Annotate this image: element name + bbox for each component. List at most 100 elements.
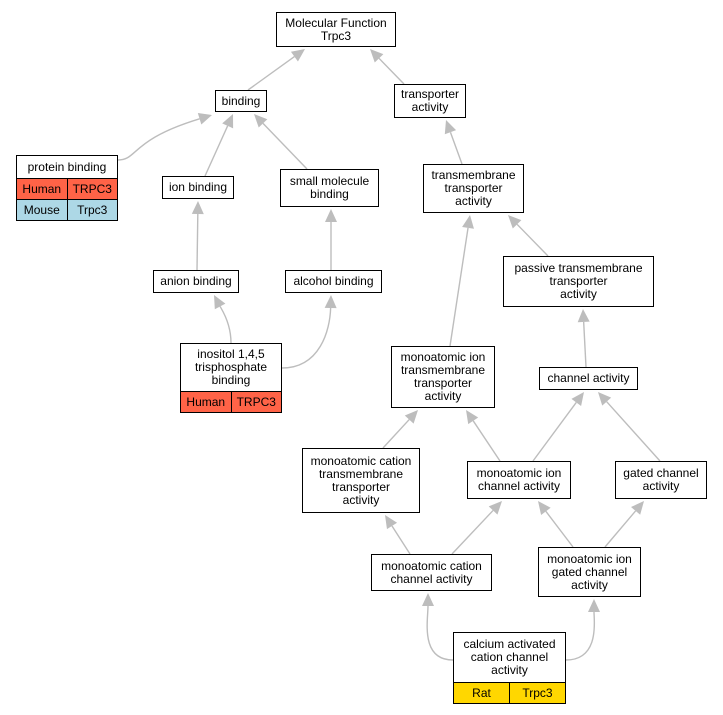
node-label-line: cation channel [470,650,549,664]
gene-cell: Trpc3 [509,683,565,703]
edge-calc-to-mcc [426,605,454,661]
edge-anion-to-ion [196,213,199,271]
annotation-row: Mouse Trpc3 [17,199,117,220]
edge-arrowhead [324,295,337,309]
node-label-line: small molecule [289,174,370,188]
edge-pass-to-tmt [516,223,549,257]
node-label-line: gated channel [623,466,699,480]
edge-arrowhead [222,114,234,129]
species-cell: Rat [472,686,491,700]
node-label-line: activity [411,100,449,114]
edge-tmt-to-trans [449,131,463,165]
gene-cell: Trpc3 [66,200,118,220]
edge-bind-to-mf [247,56,295,91]
edge-arrowhead [214,295,226,310]
edge-ion-to-bind [204,125,229,177]
edge-arrowhead [462,215,474,229]
edge-arrowhead [325,209,337,222]
node-label: ion binding [163,177,233,198]
node-bind[interactable]: binding [215,90,267,112]
node-label-line: alcohol binding [293,274,374,288]
node-label-line: monoatomic ion [547,551,632,566]
node-label-line: gated channel [551,564,628,579]
node-label-line: transmembrane [400,363,486,377]
edge-arrowhead [598,392,612,406]
edge-calc-to-migc [565,611,596,661]
node-label-line: binding [221,93,261,108]
node-label: alcohol binding [286,271,381,292]
edge-arrowhead [538,501,551,515]
node-label-line: activity [424,389,462,403]
node-label-line: monoatomic ion [476,466,562,480]
node-label-line: monoatomic cation [310,453,412,468]
node-label-line: transporter [444,181,503,195]
node-anion[interactable]: anion binding [153,270,239,293]
node-ion[interactable]: ion binding [162,176,234,199]
node-label: protein binding [17,156,117,178]
node-label-line: transporter [549,274,608,288]
node-label-line: activity [571,577,608,592]
node-label-line: monoatomic cation [381,558,482,573]
node-label-line: anion binding [160,274,232,288]
node-label-line: transmembrane [318,466,404,481]
edge-arrowhead [385,515,398,530]
annotation-row: Rat Trpc3 [454,682,565,703]
node-label-line: monoatomic ion [400,350,486,364]
edge-arrowhead [404,410,418,424]
node-label-line: inositol 1,4,5 [197,347,265,361]
node-label-line: passive transmembrane [514,261,643,275]
node-label-line: transporter [413,376,473,390]
edge-arrowhead [571,392,584,407]
edge-arrowhead [466,410,479,425]
edge-trans-to-mf [378,57,405,85]
edge-arrowhead [508,215,522,229]
node-label-line: activity [560,287,597,301]
edge-arrowhead [370,49,384,63]
node-label-line: ion binding [168,180,228,194]
node-label-line: activity [491,663,528,677]
species-cell: Mouse [23,203,60,217]
edge-arrowhead [588,599,600,612]
node-alc[interactable]: alcohol binding [285,270,382,293]
edge-moit-to-tmt [449,227,469,347]
node-chan[interactable]: channel activity [539,367,638,390]
node-label: binding [216,91,266,111]
node-label: channel activity [540,368,637,389]
edge-chan-to-pass [582,321,587,368]
species-cell: Human [22,182,62,196]
edge-moic-to-chan [532,402,577,462]
node-label-line: activity [642,479,680,493]
node-label-line: channel activity [390,571,473,586]
edge-mcc-to-moic [451,509,494,555]
edge-arrowhead [254,114,268,128]
edge-mcat-to-moit [382,419,410,449]
species-cell: Human [186,395,226,409]
node-label-line: binding [310,187,349,201]
node-label-line: activity [455,194,492,208]
